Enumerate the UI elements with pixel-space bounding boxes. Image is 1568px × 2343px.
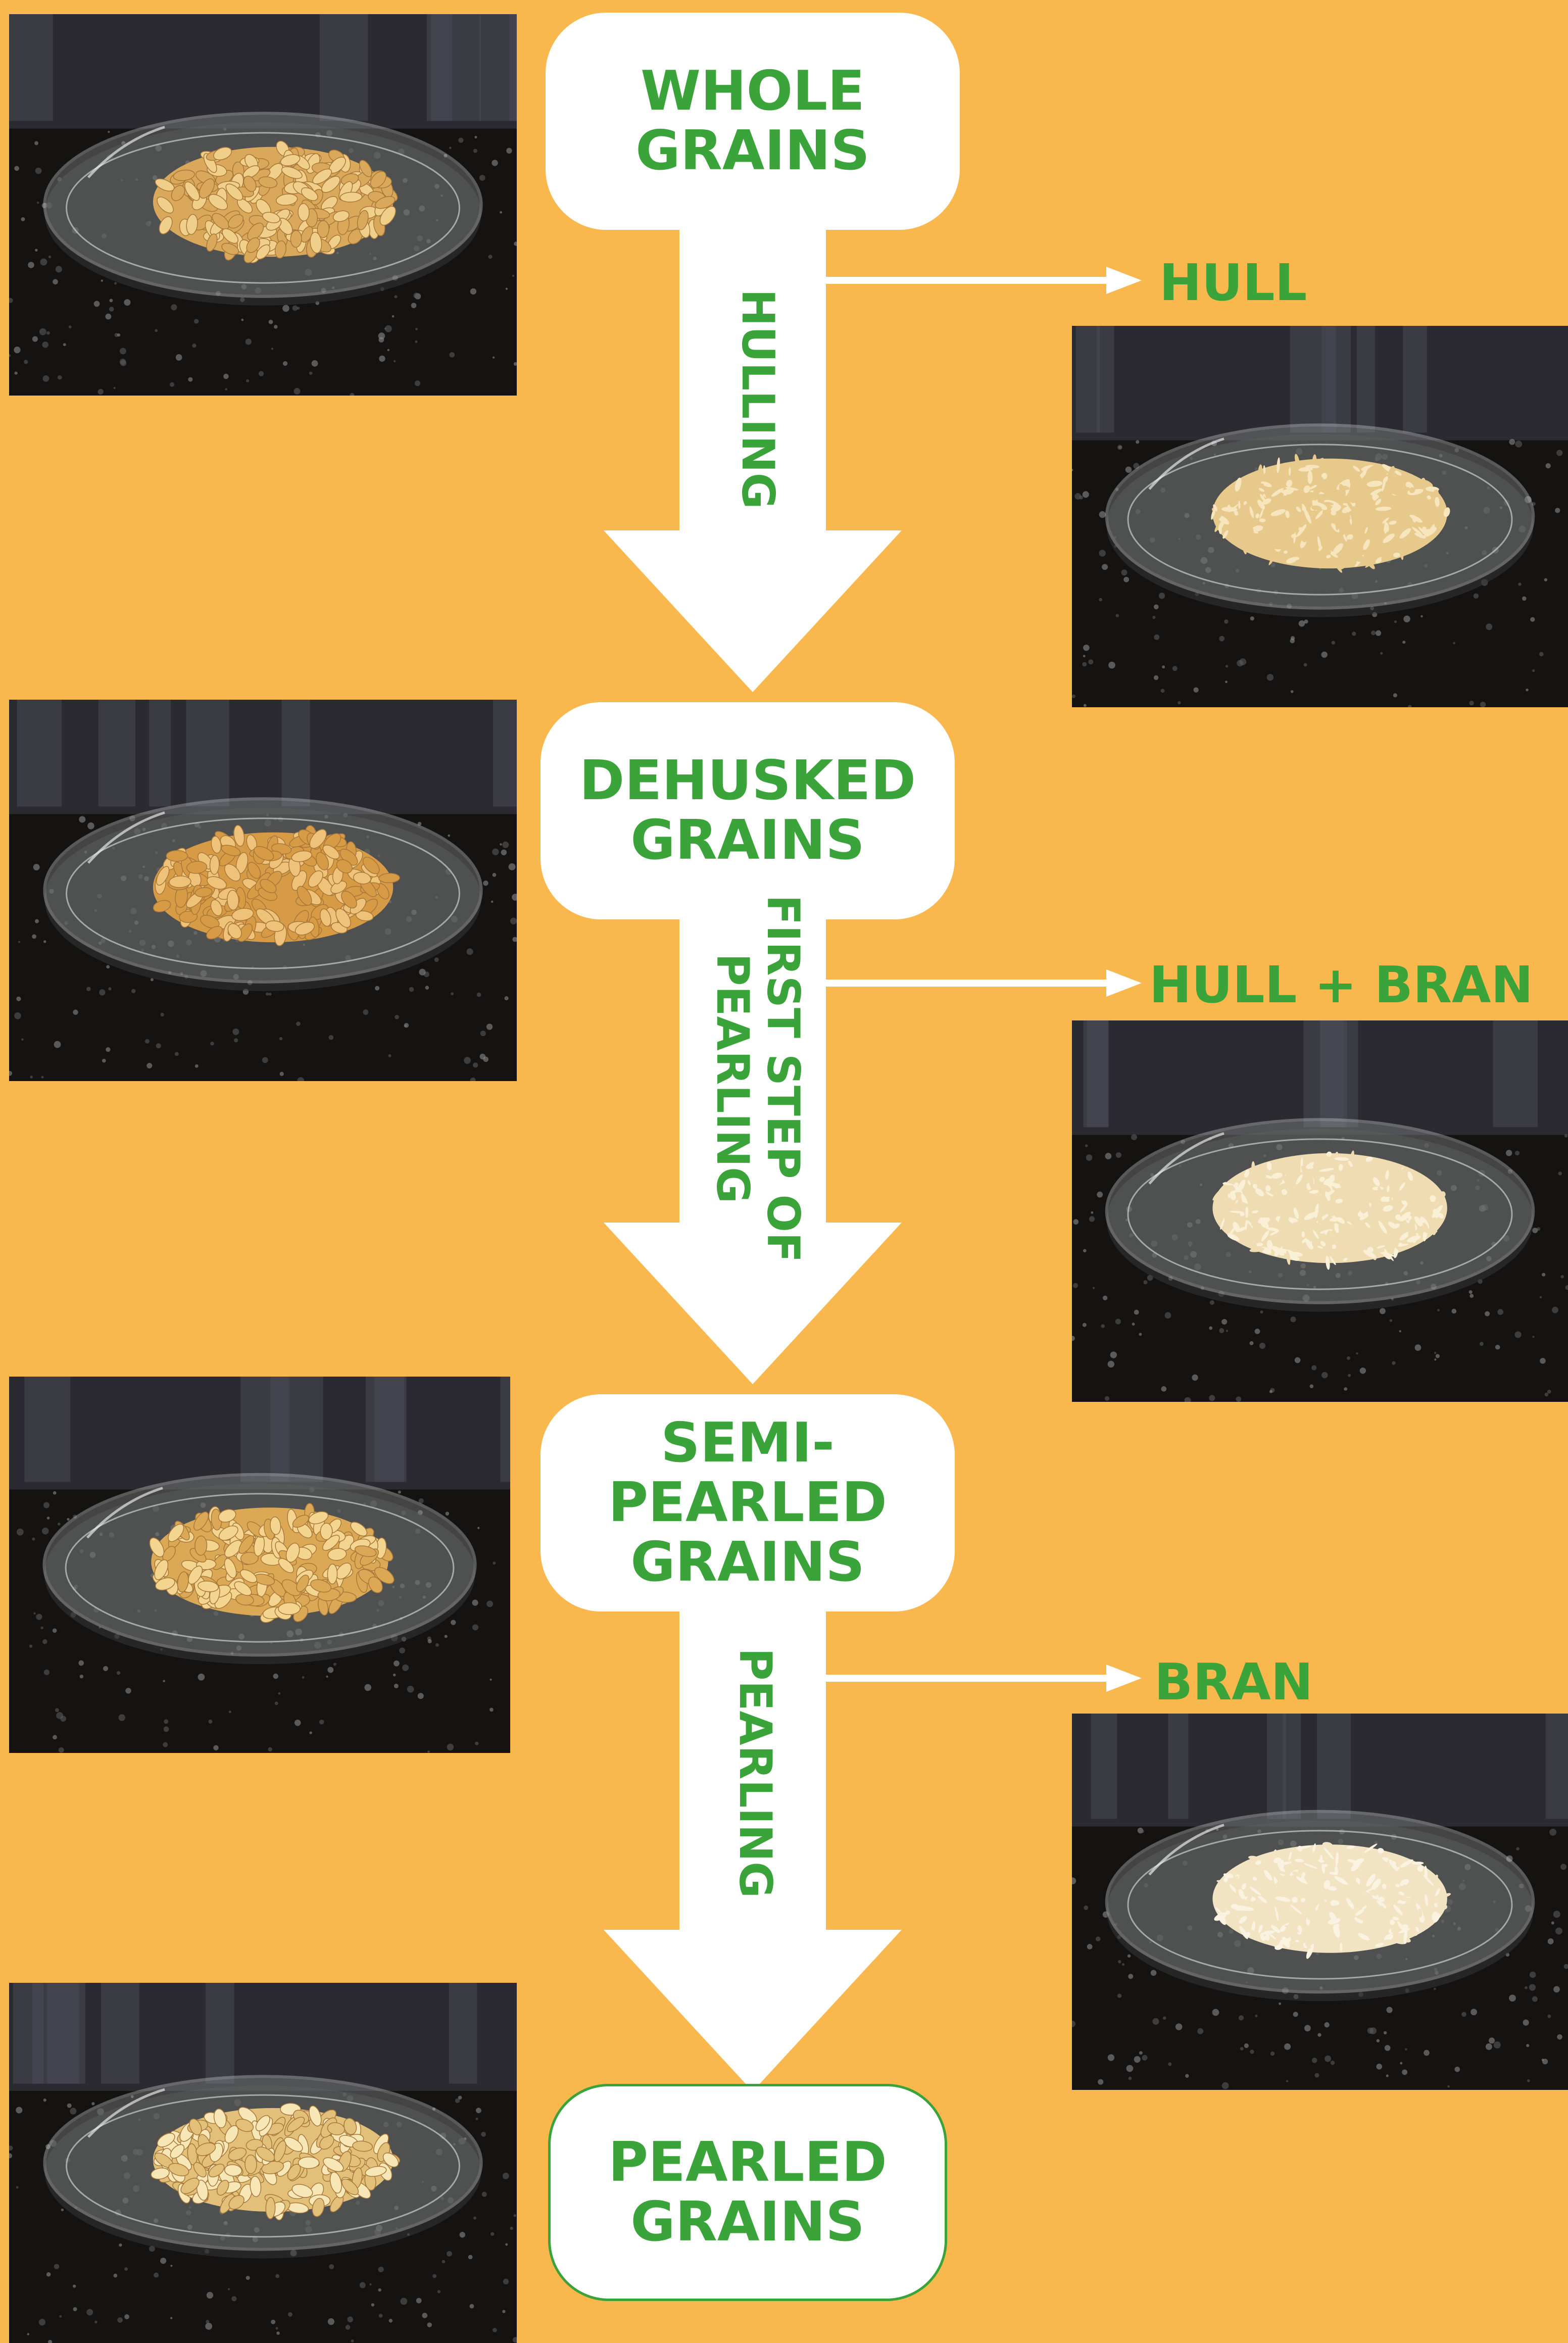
step-first-pearling: FIRST STEP OF PEARLING: [697, 922, 808, 1235]
byproduct-hull-bran-label: HULL + BRAN: [1149, 957, 1533, 1013]
stage-pearled-grains-line2: GRAINS: [630, 2192, 865, 2252]
stage-whole-grains-line1: WHOLE: [641, 62, 865, 121]
pearled-grains-image: [9, 1983, 517, 2343]
stage-whole-grains: WHOLE GRAINS: [546, 13, 960, 230]
stage-pearled-grains: PEARLED GRAINS: [548, 2084, 947, 2301]
step-hulling: HULLING: [727, 268, 783, 530]
stage-semi-pearled-grains: SEMI-PEARLED GRAINS: [541, 1394, 955, 1612]
whole-grains-image: [9, 14, 517, 396]
byproduct-hull-label: HULL: [1159, 255, 1307, 311]
photo-hull-bran: [1072, 1020, 1568, 1402]
hull-bran-image: [1072, 1020, 1568, 1402]
byproduct-bran-label: BRAN: [1154, 1654, 1313, 1710]
photo-hull: [1072, 326, 1568, 707]
step-pearling: PEARLING: [725, 1627, 780, 1920]
step-first-pearling-line2: PEARLING: [707, 953, 758, 1203]
photo-whole-grains: [9, 14, 517, 396]
step-hulling-label: HULLING: [732, 289, 783, 509]
photo-semi-pearled-grains: [9, 1377, 510, 1753]
photo-dehusked-grains: [9, 700, 517, 1081]
stage-semi-pearled-grains-line2: GRAINS: [630, 1533, 865, 1592]
dehusked-grains-image: [9, 700, 517, 1081]
stage-semi-pearled-grains-line1: SEMI-PEARLED: [541, 1413, 955, 1533]
stage-pearled-grains-line1: PEARLED: [608, 2133, 887, 2192]
hull-image: [1072, 326, 1568, 707]
bran-image: [1072, 1714, 1568, 2090]
step-first-pearling-line1: FIRST STEP OF: [758, 895, 808, 1262]
stage-dehusked-grains-line2: GRAINS: [630, 811, 865, 870]
step-pearling-label: PEARLING: [730, 1648, 780, 1898]
stage-dehusked-grains: DEHUSKED GRAINS: [541, 702, 955, 919]
stage-whole-grains-line2: GRAINS: [635, 121, 870, 181]
photo-bran: [1072, 1714, 1568, 2090]
semi-pearled-grains-image: [9, 1377, 510, 1753]
stage-dehusked-grains-line1: DEHUSKED: [579, 751, 916, 811]
photo-pearled-grains: [9, 1983, 517, 2343]
